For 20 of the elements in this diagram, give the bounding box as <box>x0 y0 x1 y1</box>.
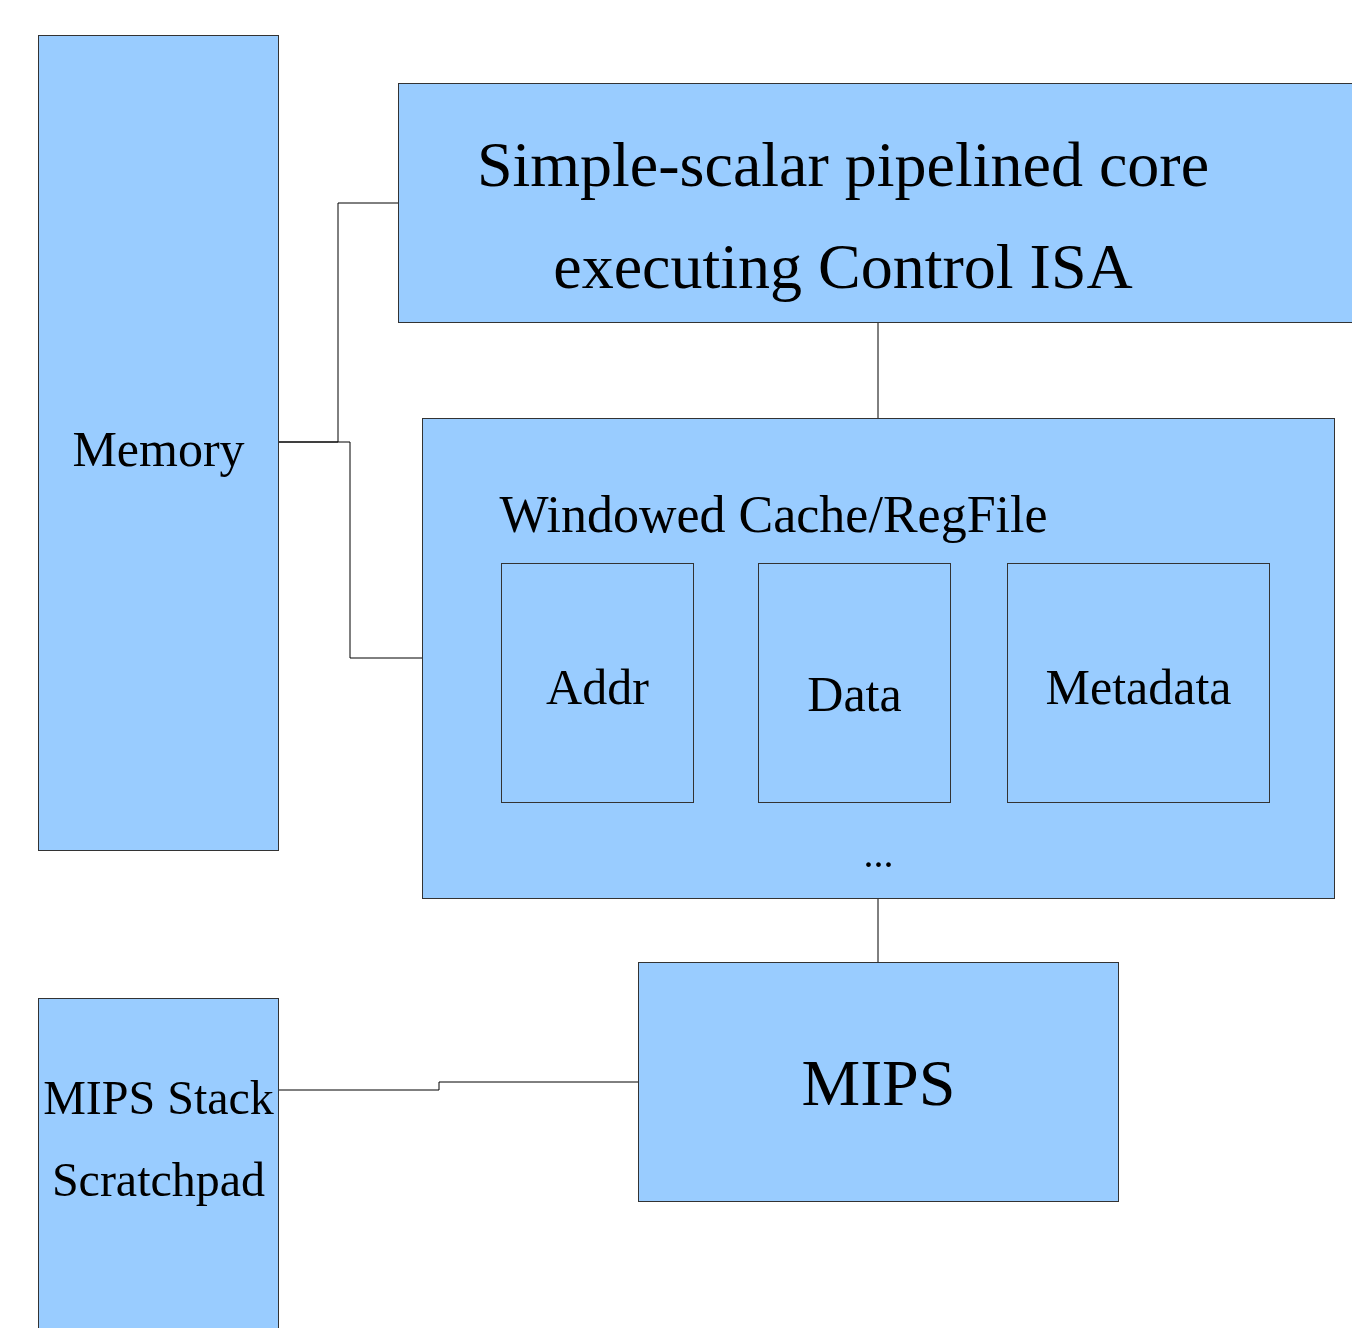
sub-block-box <box>501 563 694 803</box>
block-label: Windowed Cache/RegFile <box>498 485 1049 545</box>
block-label: Metadata <box>1044 659 1233 717</box>
block-label: Simple-scalar pipelined core executing Control ISA <box>475 128 1211 305</box>
block-label: Data <box>806 666 903 724</box>
block-label: MIPS Stack Scratchpad <box>42 1070 275 1208</box>
block-box <box>422 418 1335 899</box>
connector-line <box>278 441 423 659</box>
connector-line <box>877 898 879 963</box>
connector-line <box>278 1081 639 1091</box>
sub-block-box <box>1007 563 1270 803</box>
block-box <box>398 83 1352 323</box>
block-box <box>38 998 279 1328</box>
connector-line <box>877 322 879 419</box>
block-label: Addr <box>545 659 650 717</box>
block-box <box>38 35 279 851</box>
block-label: MIPS <box>800 1045 957 1121</box>
sub-block-box <box>758 563 951 803</box>
block-label: Memory <box>71 421 246 479</box>
block-box <box>638 962 1119 1202</box>
